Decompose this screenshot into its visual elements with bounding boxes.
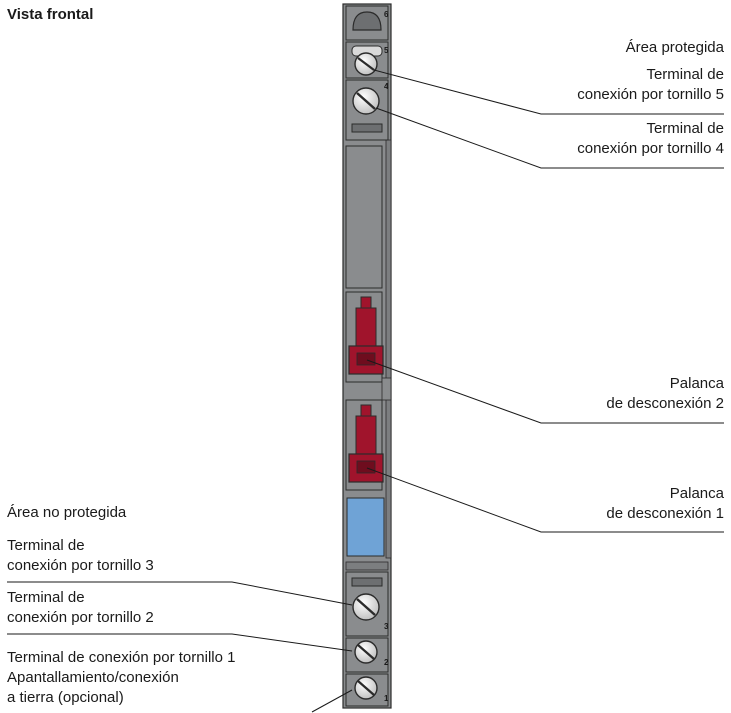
leader-lever-1 — [366, 467, 724, 533]
terminal-1-screw — [345, 673, 389, 707]
label-lever-1-line2: de desconexión 1 — [606, 505, 724, 522]
upper-panel — [345, 145, 383, 289]
housing-side-rail — [385, 139, 392, 559]
label-terminal-5: Terminal de conexión por tornillo 5 — [577, 65, 724, 105]
label-lever-2-line1: Palanca — [669, 375, 724, 392]
label-terminal-4-line2: conexión por tornillo 4 — [577, 140, 724, 157]
label-terminal-5-line1: Terminal de — [646, 66, 724, 83]
terminal-2-screw — [345, 637, 389, 673]
terminal-number-5: 5 — [384, 46, 389, 55]
disconnect-lever-1 — [345, 399, 384, 491]
leader-terminal-4 — [375, 107, 724, 169]
label-terminal-3: Terminal de conexión por tornillo 3 — [7, 536, 154, 576]
label-terminal-2: Terminal de conexión por tornillo 2 — [7, 588, 154, 628]
label-terminal-1-line1: Terminal de conexión por tornillo 1 — [7, 649, 236, 666]
terminal-number-4: 4 — [384, 82, 389, 91]
leader-terminal-3 — [7, 581, 353, 606]
leader-terminal-5 — [373, 69, 724, 115]
label-unprotected-area: Área no protegida — [7, 504, 127, 521]
label-terminal-2-line2: conexión por tornillo 2 — [7, 609, 154, 626]
label-lever-2: Palanca de desconexión 2 — [606, 374, 724, 414]
leader-terminal-1 — [311, 689, 353, 713]
label-terminal-4: Terminal de conexión por tornillo 4 — [577, 119, 724, 159]
view-title: Vista frontal — [7, 6, 94, 23]
terminal-number-2: 2 — [384, 658, 389, 667]
status-window — [346, 497, 385, 557]
label-terminal-5-line2: conexión por tornillo 5 — [577, 86, 724, 103]
leader-terminal-2 — [7, 633, 353, 652]
terminal-number-6: 6 — [384, 10, 389, 19]
terminal-3-screw — [345, 571, 389, 637]
label-terminal-4-line1: Terminal de — [646, 120, 724, 137]
label-protected-area: Área protegida — [625, 39, 724, 56]
label-terminal-1-line3: a tierra (opcional) — [7, 689, 124, 706]
label-terminal-3-line1: Terminal de — [7, 537, 85, 554]
terminal-5-screw — [345, 41, 389, 79]
leader-lever-2 — [366, 359, 724, 424]
disconnect-lever-2 — [345, 291, 384, 383]
terminal-number-1: 1 — [384, 694, 389, 703]
label-lever-1-line1: Palanca — [669, 485, 724, 502]
label-terminal-1-line2: Apantallamiento/conexión — [7, 669, 179, 686]
label-lever-2-line2: de desconexión 2 — [606, 395, 724, 412]
terminal-number-3: 3 — [384, 622, 389, 631]
terminal-6 — [345, 5, 389, 41]
label-terminal-1: Terminal de conexión por tornillo 1 Apan… — [7, 648, 235, 708]
label-terminal-2-line1: Terminal de — [7, 589, 85, 606]
label-lever-1: Palanca de desconexión 1 — [606, 484, 724, 524]
label-terminal-3-line2: conexión por tornillo 3 — [7, 557, 154, 574]
